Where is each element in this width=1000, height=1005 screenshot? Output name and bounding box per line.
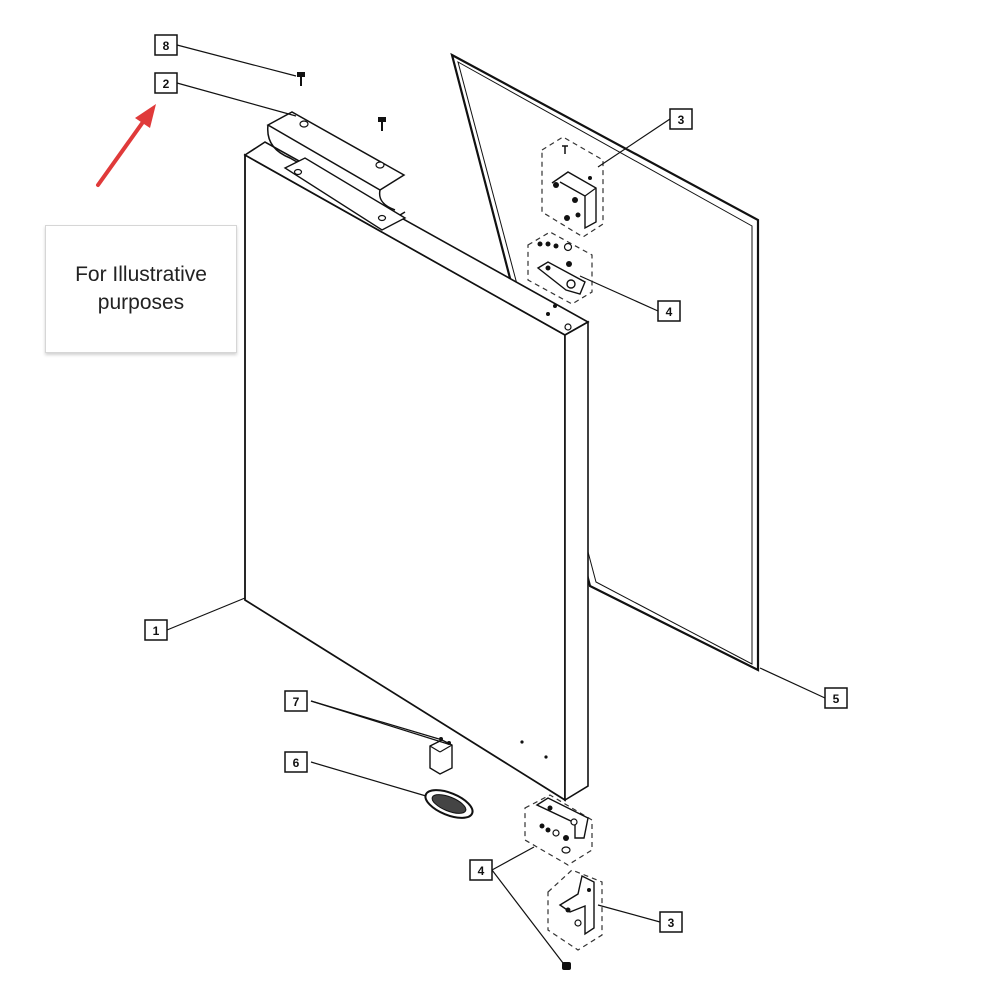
note-line-2: purposes [97, 291, 185, 314]
callout-4-bottom: 4 [469, 859, 493, 881]
callout-4-top: 4 [657, 300, 681, 322]
callout-label: 6 [293, 756, 300, 770]
callout-2: 2 [154, 72, 178, 94]
bottom-screw [562, 962, 571, 970]
callout-label: 2 [163, 77, 170, 91]
illustrative-note-box: For Illustrative purposes [45, 225, 237, 353]
callout-5: 5 [824, 687, 848, 709]
callout-label: 1 [153, 624, 160, 638]
note-line-1: For Illustrative [75, 263, 207, 286]
logo-badge [424, 789, 474, 819]
callout-3-bottom: 3 [659, 911, 683, 933]
cover-screw [378, 117, 386, 131]
callout-label: 4 [478, 864, 485, 878]
callout-6: 6 [284, 751, 308, 773]
illustrative-note-text: For Illustrative purposes [75, 261, 207, 317]
callout-7: 7 [284, 690, 308, 712]
leader-lines [166, 44, 826, 964]
top-hinge-cover [266, 111, 407, 231]
red-arrow-icon [96, 104, 156, 187]
callout-label: 4 [666, 305, 673, 319]
lower-hinge-plate [524, 794, 593, 866]
handle-clip [429, 737, 453, 775]
lower-hinge-assembly [547, 869, 603, 951]
callout-3-top: 3 [669, 108, 693, 130]
callout-1: 1 [144, 619, 168, 641]
callout-label: 8 [163, 39, 170, 53]
callout-label: 5 [833, 692, 840, 706]
callout-label: 7 [293, 695, 300, 709]
upper-hinge-plate [527, 231, 593, 305]
callout-label: 3 [678, 113, 685, 127]
top-screw [297, 72, 305, 86]
upper-hinge-assembly [541, 136, 604, 238]
callout-8: 8 [154, 34, 178, 56]
callout-label: 3 [668, 916, 675, 930]
